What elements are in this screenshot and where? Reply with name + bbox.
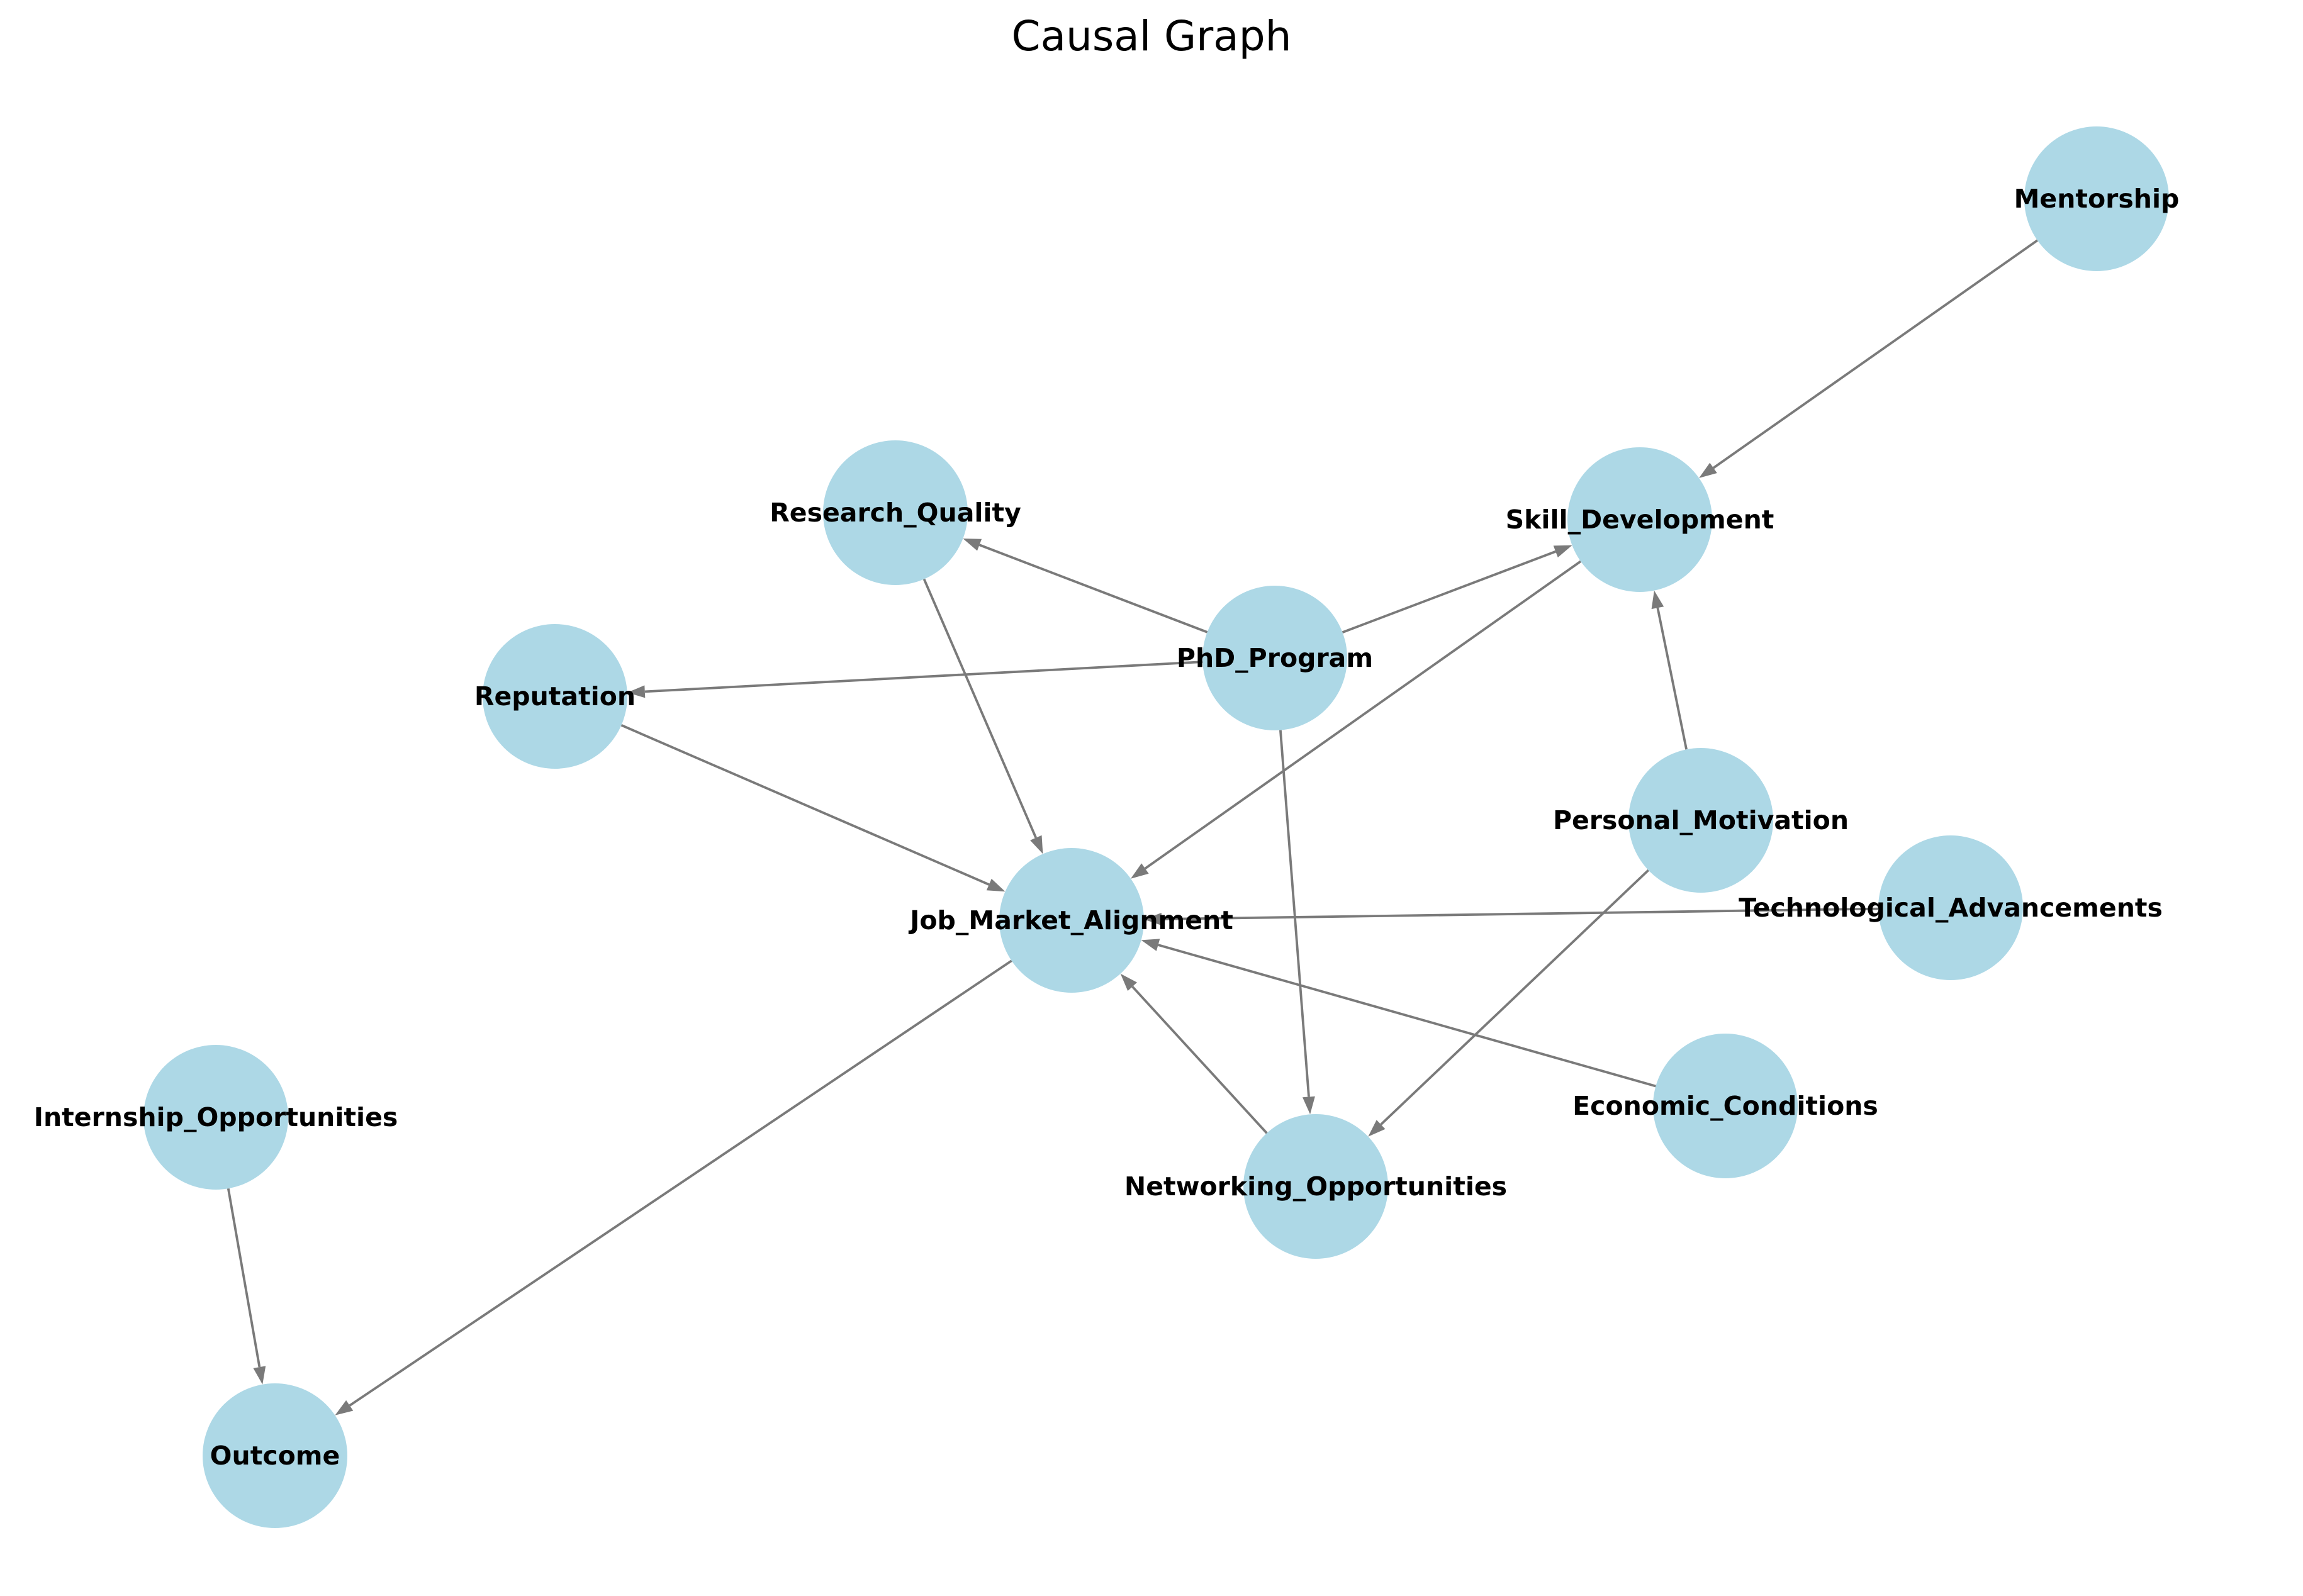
edge-phd-program-to-skill-development — [1342, 545, 1572, 633]
edge-phd-program-to-networking-opportunities — [1279, 730, 1315, 1115]
node-networking-opportunities: Networking_Opportunities — [1124, 1114, 1507, 1259]
edge-line — [1656, 607, 1688, 750]
node-label: Outcome — [210, 1441, 340, 1471]
edge-personal-motivation-to-skill-development — [1651, 590, 1688, 750]
edge-economic-conditions-to-job-market-alignment — [1141, 939, 1656, 1088]
node-circle — [823, 440, 968, 585]
arrow-head-icon — [1144, 913, 1162, 925]
arrow-head-icon — [627, 685, 646, 698]
node-circle — [143, 1045, 288, 1190]
edge-line — [1144, 560, 1582, 870]
edge-reputation-to-job-market-alignment — [620, 724, 1006, 892]
node-circle — [2024, 126, 2169, 271]
node-label: Economic_Conditions — [1572, 1091, 1878, 1121]
node-outcome: Outcome — [203, 1383, 347, 1528]
edge-line — [349, 959, 1012, 1407]
node-label: Networking_Opportunities — [1124, 1171, 1507, 1202]
node-label: Mentorship — [2014, 184, 2180, 214]
node-circle — [1243, 1114, 1388, 1259]
node-label: Personal_Motivation — [1553, 805, 1849, 835]
node-technological-advancements: Technological_Advancements — [1739, 835, 2163, 980]
edge-research-quality-to-job-market-alignment — [922, 578, 1043, 854]
arrow-head-icon — [253, 1366, 266, 1385]
edge-technological-advancements-to-job-market-alignment — [1144, 907, 1879, 925]
arrow-head-icon — [1303, 1096, 1315, 1115]
edge-line — [1161, 907, 1879, 920]
node-label: Reputation — [474, 681, 636, 712]
arrow-head-icon — [1553, 545, 1572, 558]
arrow-head-icon — [986, 878, 1006, 892]
node-label: Internship_Opportunities — [34, 1102, 398, 1132]
node-mentorship: Mentorship — [2014, 126, 2180, 271]
node-research-quality: Research_Quality — [770, 440, 1021, 585]
edge-line — [1712, 239, 2038, 469]
edge-networking-opportunities-to-job-market-alignment — [1120, 973, 1268, 1134]
arrow-head-icon — [1120, 973, 1137, 991]
node-skill-development: Skill_Development — [1506, 447, 1774, 592]
node-label: Technological_Advancements — [1739, 893, 2163, 923]
node-label: Job_Market_Alignment — [908, 905, 1233, 935]
edge-job-market-alignment-to-outcome — [335, 959, 1012, 1415]
arrow-head-icon — [1699, 462, 1717, 478]
edge-line — [978, 544, 1208, 633]
edge-line — [1342, 550, 1556, 633]
edge-line — [620, 724, 990, 886]
edge-phd-program-to-research-quality — [963, 539, 1208, 633]
node-reputation: Reputation — [474, 624, 636, 769]
edges-layer — [227, 239, 2038, 1415]
node-circle — [1202, 586, 1347, 730]
node-job-market-alignment: Job_Market_Alignment — [908, 848, 1233, 993]
node-label: PhD_Program — [1177, 643, 1373, 673]
edge-mentorship-to-skill-development — [1699, 239, 2038, 478]
node-phd-program: PhD_Program — [1177, 586, 1373, 730]
node-economic-conditions: Economic_Conditions — [1572, 1034, 1878, 1178]
node-circle — [203, 1383, 347, 1528]
arrow-head-icon — [1141, 939, 1160, 951]
arrow-head-icon — [335, 1400, 354, 1415]
edge-skill-development-to-job-market-alignment — [1131, 560, 1582, 879]
node-personal-motivation: Personal_Motivation — [1553, 748, 1849, 893]
node-internship-opportunities: Internship_Opportunities — [34, 1045, 398, 1190]
arrow-head-icon — [1651, 590, 1664, 610]
edge-line — [1380, 869, 1650, 1125]
edge-line — [644, 661, 1203, 693]
edge-line — [1158, 944, 1656, 1088]
arrow-head-icon — [1368, 1120, 1386, 1137]
node-circle — [483, 624, 627, 769]
edge-line — [922, 578, 1038, 839]
edge-line — [1131, 986, 1268, 1134]
arrow-head-icon — [1030, 835, 1043, 854]
arrow-head-icon — [1131, 863, 1149, 879]
node-circle — [1628, 748, 1773, 893]
edge-phd-program-to-reputation — [627, 661, 1203, 698]
node-circle — [1567, 447, 1712, 592]
node-circle — [1878, 835, 2023, 980]
node-circle — [999, 848, 1144, 993]
node-label: Skill_Development — [1506, 505, 1774, 535]
edge-line — [1279, 730, 1310, 1097]
edge-internship-opportunities-to-outcome — [227, 1188, 266, 1385]
graph-title: Causal Graph — [1012, 12, 1292, 60]
node-label: Research_Quality — [770, 498, 1021, 528]
node-circle — [1653, 1034, 1798, 1178]
arrow-head-icon — [963, 539, 982, 551]
edge-line — [227, 1188, 261, 1368]
